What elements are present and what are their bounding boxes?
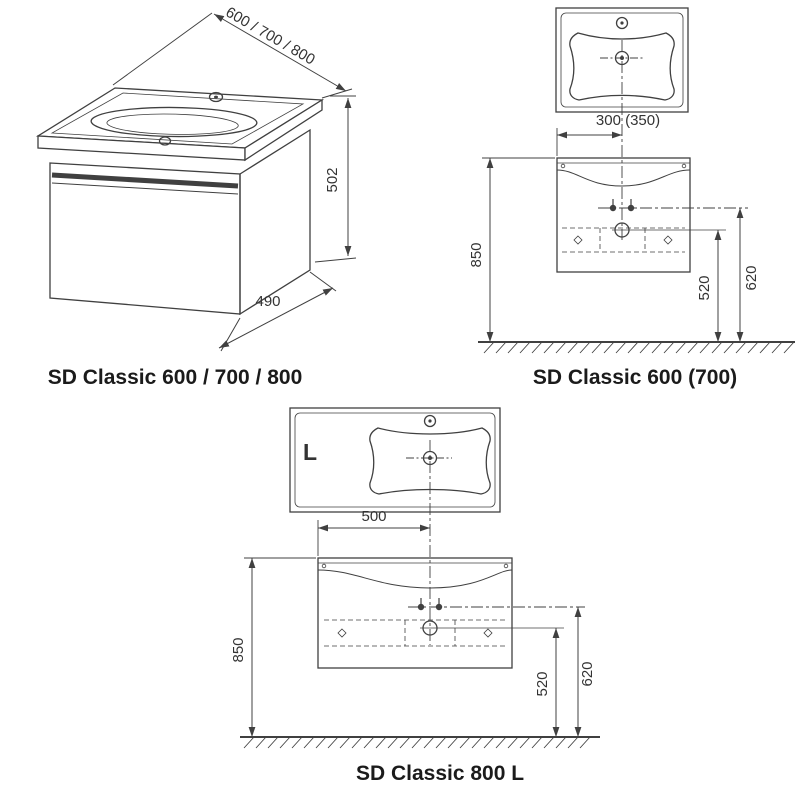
top-view-800 bbox=[289, 407, 501, 513]
caption-front-600: SD Classic 600 (700) bbox=[532, 366, 738, 389]
caption-front-800: SD Classic 800 L bbox=[355, 762, 525, 785]
top-view-600-faucet-hole bbox=[615, 16, 629, 30]
top-view-800-outline bbox=[289, 407, 501, 513]
caption-isometric: SD Classic 600 / 700 / 800 bbox=[47, 366, 303, 389]
iso-handle-groove bbox=[51, 172, 239, 189]
front-view-600-basin-profile bbox=[556, 169, 691, 187]
variant-label-L: L bbox=[303, 439, 317, 465]
drain-label-520-800: 520 bbox=[534, 671, 551, 696]
top-view-800-bowl bbox=[369, 427, 491, 495]
front-view-800-cabinet bbox=[317, 557, 513, 669]
front-view-800-basin-profile bbox=[317, 569, 513, 589]
iso-basin-rim-side-face bbox=[244, 98, 323, 162]
drain-offset-label-800: 500 bbox=[361, 508, 386, 525]
top-view-800-faucet-center bbox=[428, 419, 432, 423]
front-view-600-cabinet bbox=[556, 157, 691, 273]
top-view-600-bowl bbox=[569, 32, 675, 101]
top-view-800-rim-line bbox=[294, 412, 496, 508]
top-view-800-faucet-hole bbox=[423, 414, 437, 428]
supply-point bbox=[417, 603, 425, 611]
iso-basin-deck-inner-line bbox=[50, 92, 305, 145]
iso-dimension-lines bbox=[112, 12, 357, 352]
front-view-800 bbox=[317, 440, 585, 669]
dimensions-800 bbox=[240, 520, 600, 749]
iso-height-dim-label: 502 bbox=[324, 167, 341, 192]
iso-width-dim-label: 600 / 700 / 800 bbox=[223, 4, 318, 69]
fastener-diamond bbox=[573, 235, 583, 245]
iso-width-dim-line bbox=[213, 13, 347, 92]
height-label-850-600: 850 bbox=[468, 242, 485, 267]
fastener-diamond bbox=[663, 235, 673, 245]
floor-hatch-600 bbox=[483, 341, 795, 354]
height-label-850-800: 850 bbox=[230, 637, 247, 662]
iso-drain-hole bbox=[158, 136, 172, 146]
front-view-600 bbox=[556, 40, 748, 273]
iso-bowl bbox=[72, 104, 276, 141]
iso-cabinet-drawing bbox=[35, 87, 325, 316]
iso-faucet-hole-center bbox=[214, 95, 218, 99]
iso-basin-rim-front-face bbox=[37, 135, 246, 161]
iso-cabinet-side-face bbox=[239, 128, 311, 316]
supply-label-620-800: 620 bbox=[579, 661, 596, 686]
supply-label-620-600: 620 bbox=[743, 265, 760, 290]
top-view-600-faucet-center bbox=[620, 21, 624, 25]
iso-handle-groove-shadow bbox=[51, 182, 239, 195]
fastener-diamond bbox=[483, 628, 493, 638]
drain-offset-label-600: 300 (350) bbox=[596, 112, 660, 129]
floor-hatch-800 bbox=[243, 736, 591, 749]
dimensions-600 bbox=[478, 128, 795, 354]
iso-depth-dim-line bbox=[218, 287, 334, 349]
iso-depth-dim-label: 490 bbox=[255, 293, 280, 310]
drain-label-520-600: 520 bbox=[696, 275, 713, 300]
fastener-diamond bbox=[337, 628, 347, 638]
top-view-600 bbox=[555, 7, 689, 113]
iso-faucet-hole bbox=[208, 91, 224, 103]
